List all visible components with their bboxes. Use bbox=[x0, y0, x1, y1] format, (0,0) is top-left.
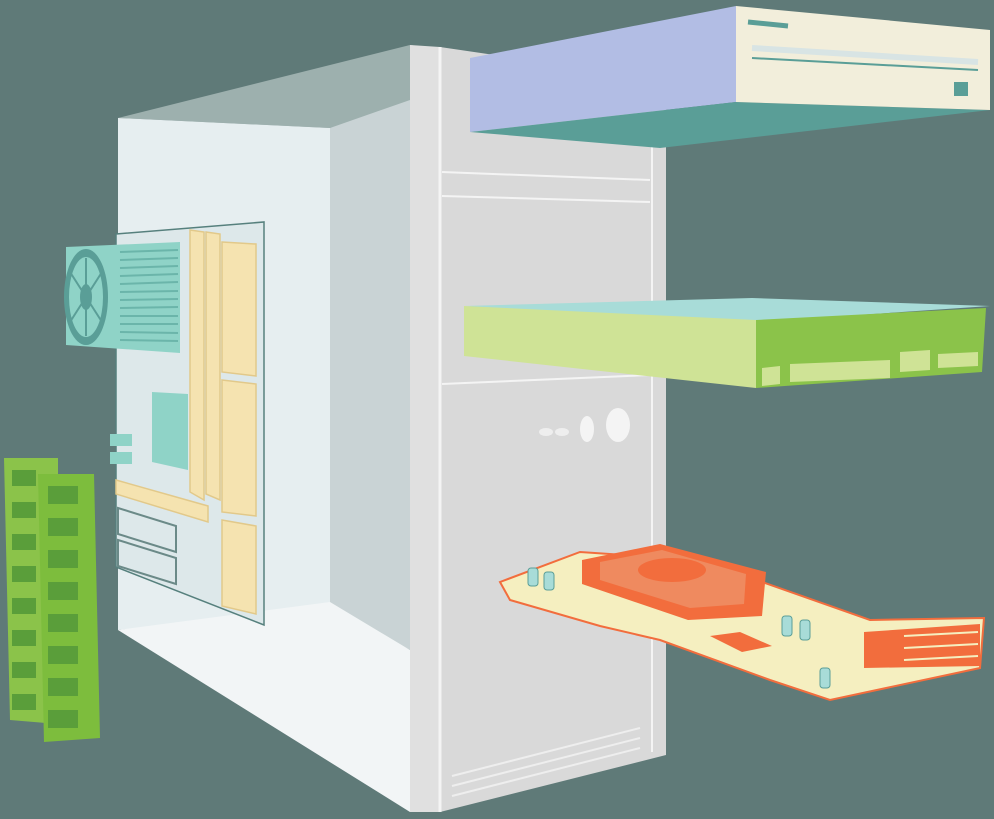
fan-hub bbox=[80, 284, 92, 310]
case-inner-wall bbox=[330, 100, 410, 650]
reset-button bbox=[580, 416, 594, 442]
ram-modules bbox=[4, 458, 100, 742]
case-front-edge bbox=[410, 45, 440, 812]
hdd-led-icon bbox=[555, 428, 569, 436]
power-button bbox=[606, 408, 630, 442]
gpu-fan-icon bbox=[638, 558, 706, 582]
case-front-panel bbox=[440, 47, 666, 812]
power-led-icon bbox=[539, 428, 553, 436]
connector-2 bbox=[110, 452, 132, 464]
connector-1 bbox=[110, 434, 132, 446]
eject-button bbox=[954, 82, 968, 96]
chipset bbox=[152, 392, 188, 470]
cpu-cooler bbox=[64, 242, 180, 353]
ram-stick-front bbox=[38, 474, 100, 742]
pci-slots bbox=[222, 242, 256, 614]
